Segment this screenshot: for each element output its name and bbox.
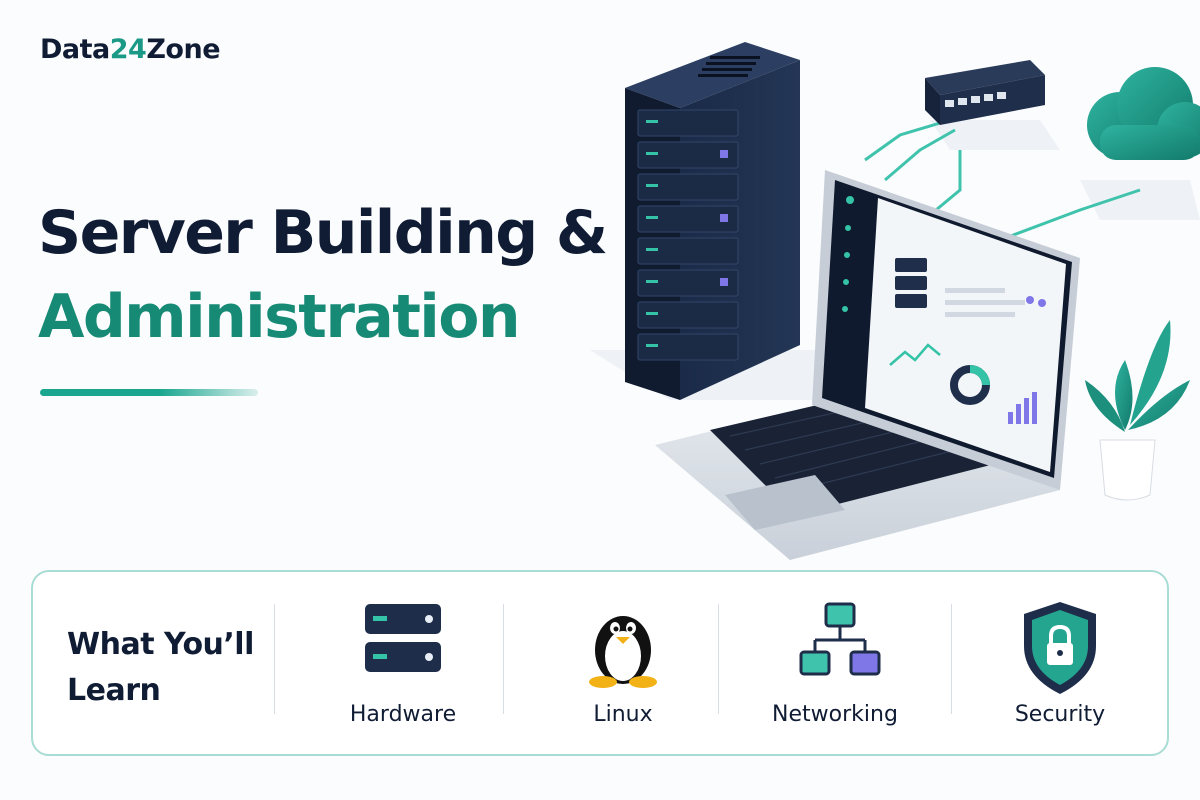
topic-label: Linux xyxy=(593,702,653,727)
network-cables xyxy=(864,118,1141,242)
brand-name-part3: Zone xyxy=(146,34,221,65)
cloud-platform xyxy=(1080,180,1200,220)
shield-lock-icon xyxy=(1024,602,1096,694)
brand-name-part2: 24 xyxy=(109,34,147,65)
topic-label: Hardware xyxy=(349,702,457,727)
server-drive-bays xyxy=(637,109,739,361)
divider xyxy=(274,604,275,714)
divider xyxy=(503,604,504,714)
network-topology-icon xyxy=(799,602,881,676)
dashboard-server-widget xyxy=(895,258,927,308)
network-switch xyxy=(925,60,1045,125)
topic-security[interactable]: Security xyxy=(960,592,1160,742)
learn-card: What You’ll Learn Hardware Linux xyxy=(31,570,1169,756)
topic-label: Security xyxy=(1014,702,1106,727)
learn-heading-line1: What You’ll xyxy=(67,627,254,662)
hero-illustration xyxy=(590,42,1200,560)
topic-hardware[interactable]: Hardware xyxy=(303,592,503,742)
laptop xyxy=(655,170,1080,560)
server-status-leds xyxy=(646,120,658,347)
page-title-line2: Administration xyxy=(38,282,521,352)
divider xyxy=(718,604,719,714)
laptop-trackpad xyxy=(725,475,845,530)
cloud-icon xyxy=(1087,67,1200,160)
topic-networking[interactable]: Networking xyxy=(735,592,935,742)
dashboard-line-chart xyxy=(889,343,941,366)
switch-platform xyxy=(930,120,1060,150)
learn-heading: What You’ll Learn xyxy=(67,622,267,714)
divider xyxy=(951,604,952,714)
dashboard-bar-chart xyxy=(1008,392,1037,424)
title-underline xyxy=(40,389,258,396)
server-tower xyxy=(625,42,800,400)
server-icon xyxy=(365,604,441,672)
topic-label: Networking xyxy=(772,702,898,727)
topic-linux[interactable]: Linux xyxy=(523,592,723,742)
brand-logo: Data24Zone xyxy=(40,34,221,65)
potted-plant xyxy=(1085,320,1190,501)
page-title-line1: Server Building & xyxy=(38,198,608,268)
tux-penguin-icon xyxy=(589,616,657,688)
brand-name-part1: Data xyxy=(40,34,110,65)
learn-heading-line2: Learn xyxy=(67,673,161,708)
